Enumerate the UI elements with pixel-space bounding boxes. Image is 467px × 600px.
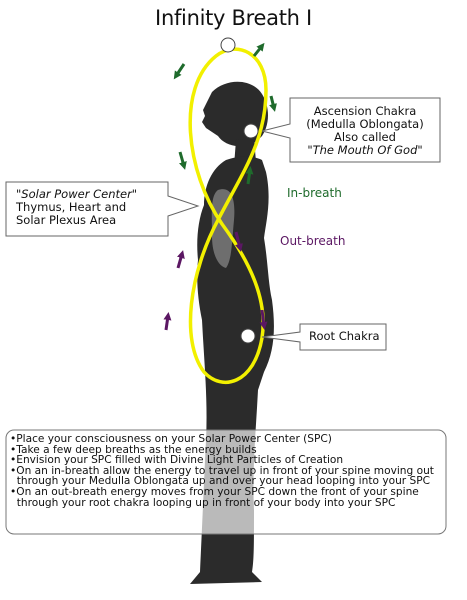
solar-callout-box (5, 181, 200, 237)
instruction-item: •On an in-breath allow the energy to tra… (10, 464, 434, 477)
solar-power-center-label: "Solar Power Center" Thymus, Heart and S… (16, 188, 166, 227)
solar-line-2: Thymus, Heart and (16, 200, 127, 214)
arm (211, 189, 235, 268)
root-callout-box (261, 323, 387, 351)
in-breath-label: In-breath (287, 186, 342, 200)
ascension-chakra-label: Ascension Chakra (Medulla Oblongata) Als… (292, 105, 438, 157)
instruction-item: •Take a few deep breaths as the energy b… (10, 443, 257, 456)
out-breath-arrow (234, 231, 243, 252)
out-breath-arrow (176, 250, 185, 269)
instruction-item: •Envision your SPC filled with Divine Li… (10, 454, 344, 467)
root-chakra-label: Root Chakra (309, 329, 380, 343)
in-breath-arrow (245, 166, 254, 185)
ascension-line-3: Also called (334, 130, 396, 144)
instruction-item: •Place your consciousness on your Solar … (10, 433, 332, 445)
crown-circle (220, 37, 236, 53)
instructions-list: •Place your consciousness on your Solar … (10, 434, 438, 508)
ascension-line-1: Ascension Chakra (313, 104, 417, 118)
ascension-callout-box (261, 97, 441, 163)
in-breath-arrow (178, 151, 187, 170)
infinity-loop (188, 47, 268, 384)
instruction-item: through your Medulla Oblongata up and ov… (10, 475, 431, 488)
ascension-chakra-circle (243, 123, 259, 139)
in-breath-arrow (173, 63, 186, 80)
ascension-line-2: (Medulla Oblongata) (306, 117, 424, 131)
in-breath-arrow (269, 95, 277, 112)
solar-line-3: Solar Plexus Area (16, 213, 117, 227)
root-chakra-circle (240, 328, 256, 344)
ascension-line-4: "The Mouth Of God" (307, 143, 423, 157)
solar-line-1: "Solar Power Center" (16, 187, 138, 201)
out-breath-arrow (259, 309, 268, 330)
out-breath-arrow (163, 312, 172, 331)
instructions-panel (5, 429, 447, 535)
page-title: Infinity Breath I (155, 6, 312, 30)
instruction-item: •On an out-breath energy moves from your… (10, 485, 419, 498)
out-breath-label: Out-breath (280, 234, 346, 248)
instruction-item: through your root chakra looping up in f… (10, 496, 396, 509)
in-breath-arrow (252, 42, 265, 57)
